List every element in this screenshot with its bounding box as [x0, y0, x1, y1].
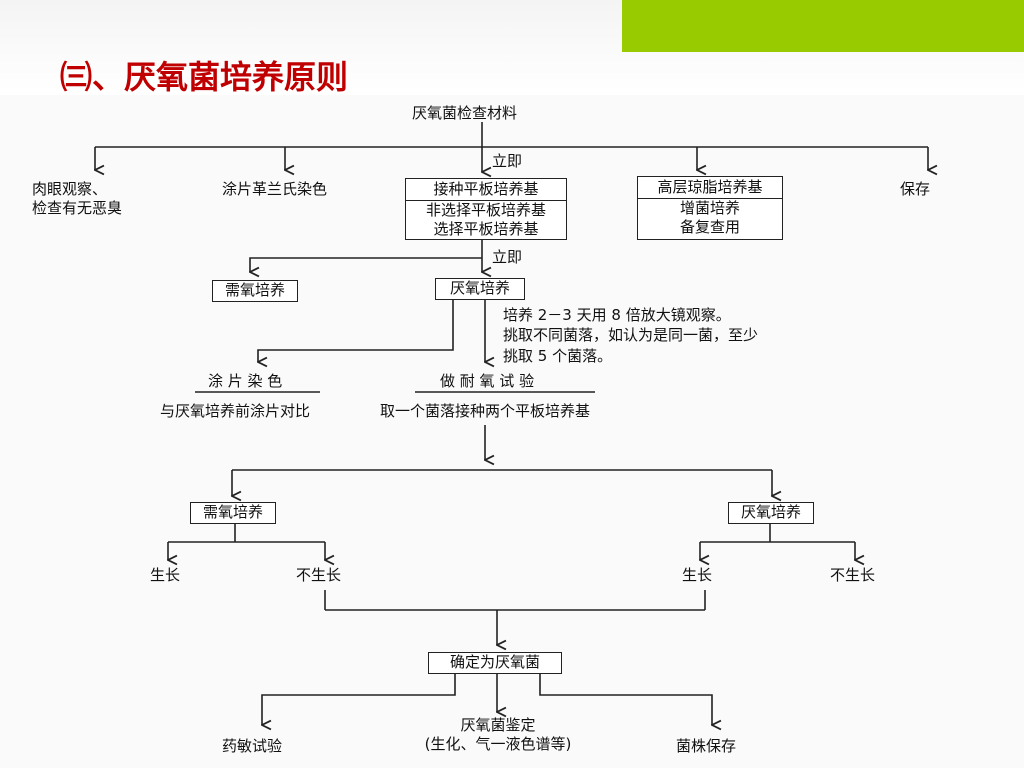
pick-colony: 取一个菌落接种两个平板培养基 — [380, 402, 591, 420]
confirm-anaerobe: 确定为厌氧菌 — [428, 652, 562, 674]
backup-recheck: 备复查用 — [679, 217, 740, 236]
aerotolerance-test: 做 耐 氧 试 验 — [440, 372, 535, 390]
immediately-label-1: 立即 — [492, 152, 523, 170]
accent-bar — [622, 0, 1024, 52]
preserve: 保存 — [900, 180, 931, 198]
aerobic-culture-2: 需氧培养 — [190, 502, 276, 524]
strain-preservation: 菌株保存 — [676, 737, 737, 755]
selective-plate: 选择平板培养基 — [433, 219, 539, 238]
grow-2: 生长 — [682, 566, 713, 584]
anaerobic-culture-1: 厌氧培养 — [435, 278, 525, 300]
grow-1: 生长 — [150, 566, 181, 584]
anaerobic-culture-2: 厌氧培养 — [728, 502, 814, 524]
page-title: ㈢、厌氧菌培养原则 — [60, 58, 349, 96]
enrichment-culture: 增菌培养 — [679, 198, 740, 217]
smear-stain: 涂 片 染 色 — [208, 372, 283, 390]
gram-stain: 涂片革兰氏染色 — [222, 180, 328, 198]
compare-smear: 与厌氧培养前涂片对比 — [160, 402, 311, 420]
aerobic-culture-1: 需氧培养 — [212, 280, 298, 302]
root-material: 厌氧菌检查材料 — [412, 104, 518, 122]
gross-observation: 肉眼观察、 检查有无恶臭 — [32, 180, 123, 217]
no-grow-1: 不生长 — [296, 566, 342, 584]
anaerobe-identification: 厌氧菌鉴定 (生化、气一液色谱等) — [424, 716, 572, 753]
susceptibility-test: 药敏试验 — [222, 737, 283, 755]
culture-note: 培养 2－3 天用 8 倍放大镜观察。 挑取不同菌落，如认为是同一菌，至少 挑取… — [503, 306, 759, 365]
immediately-label-2: 立即 — [492, 248, 523, 266]
no-grow-2: 不生长 — [830, 566, 876, 584]
high-agar-box: 高层琼脂培养基 增菌培养 备复查用 — [637, 176, 783, 240]
high-agar-header: 高层琼脂培养基 — [638, 177, 782, 199]
inoculate-header: 接种平板培养基 — [406, 179, 566, 201]
non-selective-plate: 非选择平板培养基 — [425, 200, 546, 219]
inoculate-box: 接种平板培养基 非选择平板培养基 选择平板培养基 — [405, 178, 567, 240]
